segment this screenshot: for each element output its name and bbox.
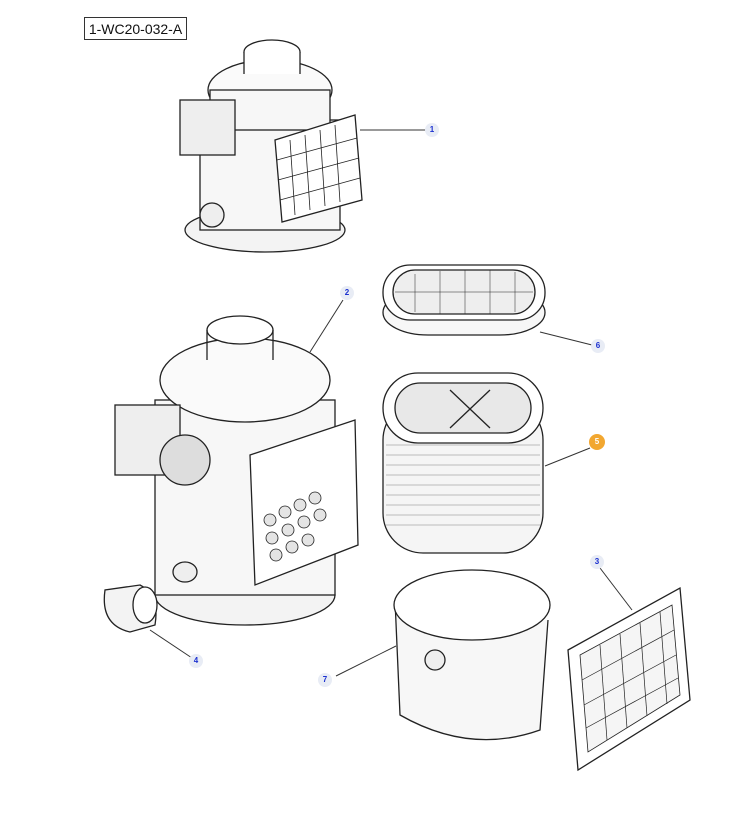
diagram-reference-code: 1-WC20-032-A <box>84 17 187 40</box>
part-5-primary-filter <box>382 372 544 554</box>
callout-5-active[interactable]: 5 <box>589 434 605 450</box>
callout-1[interactable]: 1 <box>425 123 439 137</box>
callout-2[interactable]: 2 <box>340 286 354 300</box>
part-7-pre-cleaner-bowl <box>393 569 551 741</box>
part-1-air-cleaner-assembly <box>179 39 363 253</box>
callout-7[interactable]: 7 <box>318 673 332 687</box>
part-3-cover-grille <box>567 586 691 772</box>
callout-3[interactable]: 3 <box>590 555 604 569</box>
callout-4[interactable]: 4 <box>189 654 203 668</box>
part-2-air-cleaner-housing <box>114 315 359 626</box>
leader-lines <box>149 129 633 677</box>
part-4-valve-elbow <box>103 584 158 633</box>
callout-6[interactable]: 6 <box>591 339 605 353</box>
part-6-safety-filter <box>382 264 546 336</box>
